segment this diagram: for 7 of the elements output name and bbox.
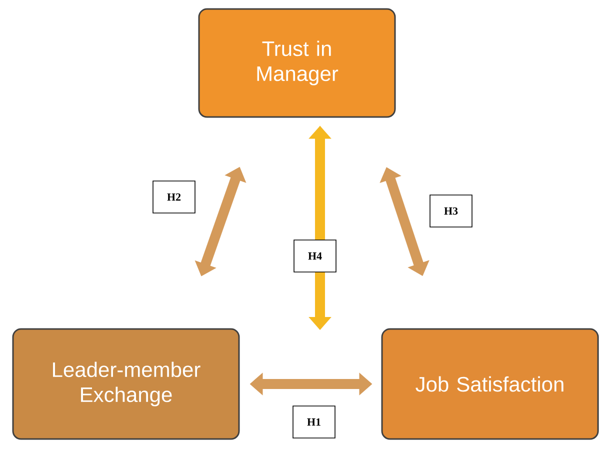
edge-label: H3 [430,194,472,228]
process-box: Job Satisfaction [381,328,599,440]
edge-label: H2 [152,180,196,214]
edge-label: H1 [292,406,336,438]
edge-label: H4 [294,240,336,272]
process-box: Trust in Manager [198,8,396,118]
process-box: Leader-member Exchange [12,328,240,440]
